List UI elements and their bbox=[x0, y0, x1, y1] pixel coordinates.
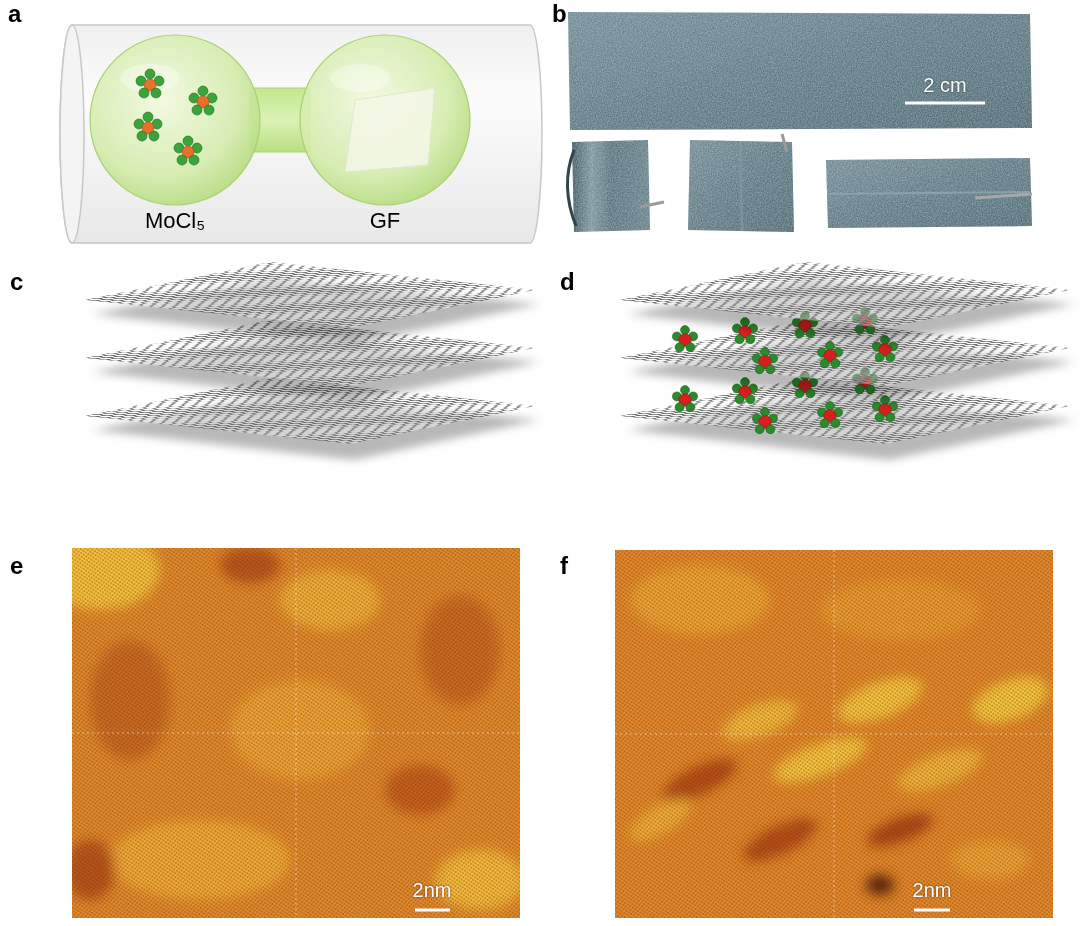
panel-letter: e bbox=[10, 552, 23, 580]
component-label: GF bbox=[370, 208, 401, 233]
foil-photo bbox=[567, 12, 1032, 232]
scale-label: 2nm bbox=[413, 879, 452, 902]
panel-letter: c bbox=[10, 268, 23, 296]
mocl5-molecules bbox=[134, 69, 217, 165]
panel-letter: f bbox=[560, 552, 568, 580]
panel-letter: b bbox=[552, 0, 567, 28]
intercalated-layers bbox=[620, 262, 1075, 460]
scale-bar bbox=[905, 102, 985, 105]
panel-letter: d bbox=[560, 268, 575, 296]
scale-bar bbox=[415, 909, 450, 912]
scale-label: 2nm bbox=[913, 879, 952, 902]
graphene-layers bbox=[85, 262, 540, 460]
scale-label: 2 cm bbox=[923, 74, 966, 97]
ampoule-illustration bbox=[60, 25, 542, 243]
scale-bar bbox=[914, 909, 950, 912]
component-label: MoCl₅ bbox=[145, 208, 205, 233]
panel-letter: a bbox=[8, 0, 21, 28]
stm-image bbox=[615, 550, 1053, 918]
graphite-film bbox=[345, 88, 435, 172]
stm-image bbox=[72, 548, 520, 918]
